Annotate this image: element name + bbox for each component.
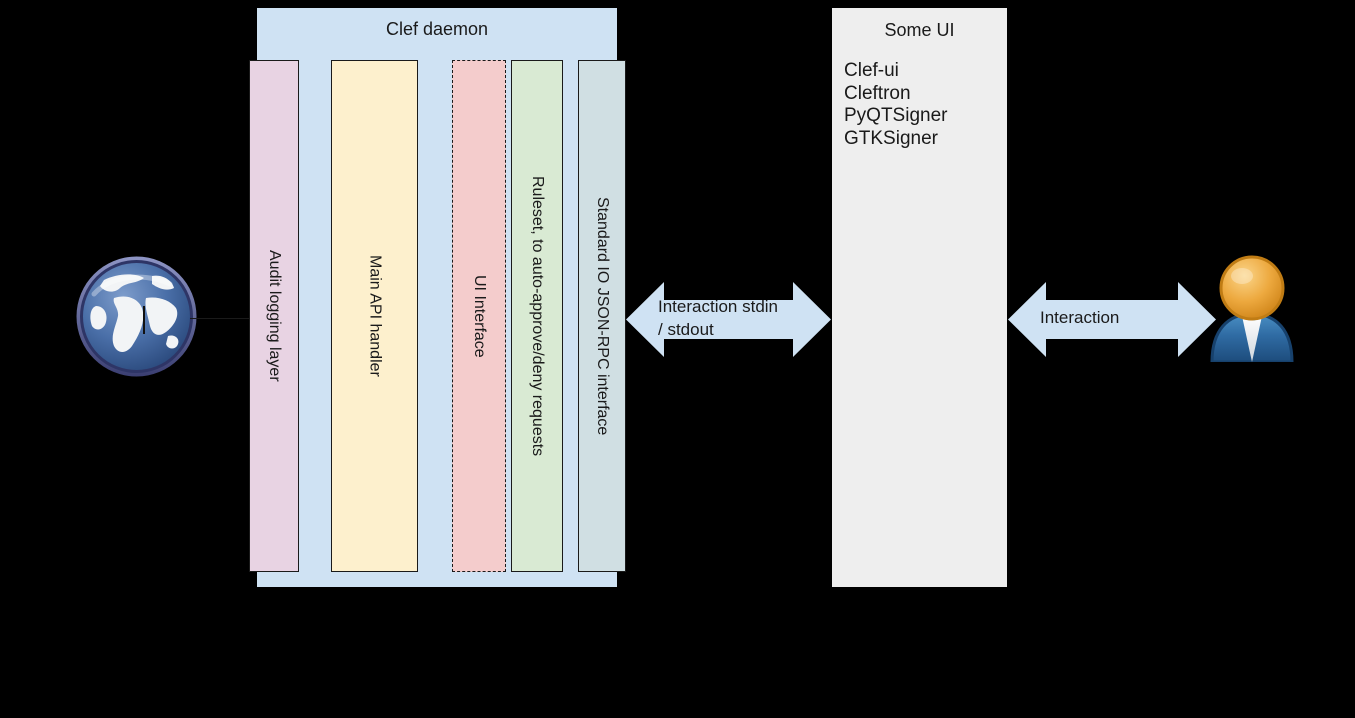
list-item: PyQTSigner (844, 105, 948, 126)
some-ui-list: Clef-ui Cleftron PyQTSigner GTKSigner (844, 60, 947, 150)
column-ruleset[interactable]: Ruleset, to auto-approve/deny requests (511, 60, 563, 572)
globe-icon (74, 254, 199, 379)
some-ui-panel: Some UI Clef-ui Cleftron PyQTSigner GTKS… (832, 8, 1007, 587)
arrow-interaction: Interaction (1008, 282, 1216, 357)
arrow-stdin-stdout: Interaction stdin / stdout (626, 282, 831, 357)
column-audit-logging-layer[interactable]: Audit logging layer (249, 60, 299, 572)
column-label: Ruleset, to auto-approve/deny requests (529, 175, 546, 457)
column-label: UI Interface (471, 274, 488, 358)
clef-daemon-container (257, 8, 617, 587)
clef-daemon-title: Clef daemon (385, 19, 489, 39)
list-item: Clef-ui (844, 60, 899, 81)
column-main-api-handler[interactable]: Main API handler (331, 60, 418, 572)
arrow-stdin-stdout-label: Interaction stdin / stdout (658, 297, 779, 339)
column-stdio-jsonrpc[interactable]: Standard IO JSON-RPC interface (578, 60, 626, 572)
column-label: Audit logging layer (266, 250, 283, 382)
column-label: Standard IO JSON-RPC interface (594, 196, 611, 436)
arrow-interaction-label: Interaction (1040, 308, 1120, 327)
user-icon (1206, 252, 1298, 364)
column-label: Main API handler (366, 255, 384, 377)
column-ui-interface[interactable]: UI Interface (452, 60, 506, 572)
list-item: Cleftron (844, 82, 911, 104)
list-item: GTKSigner (844, 127, 938, 149)
some-ui-title: Some UI (884, 20, 955, 40)
